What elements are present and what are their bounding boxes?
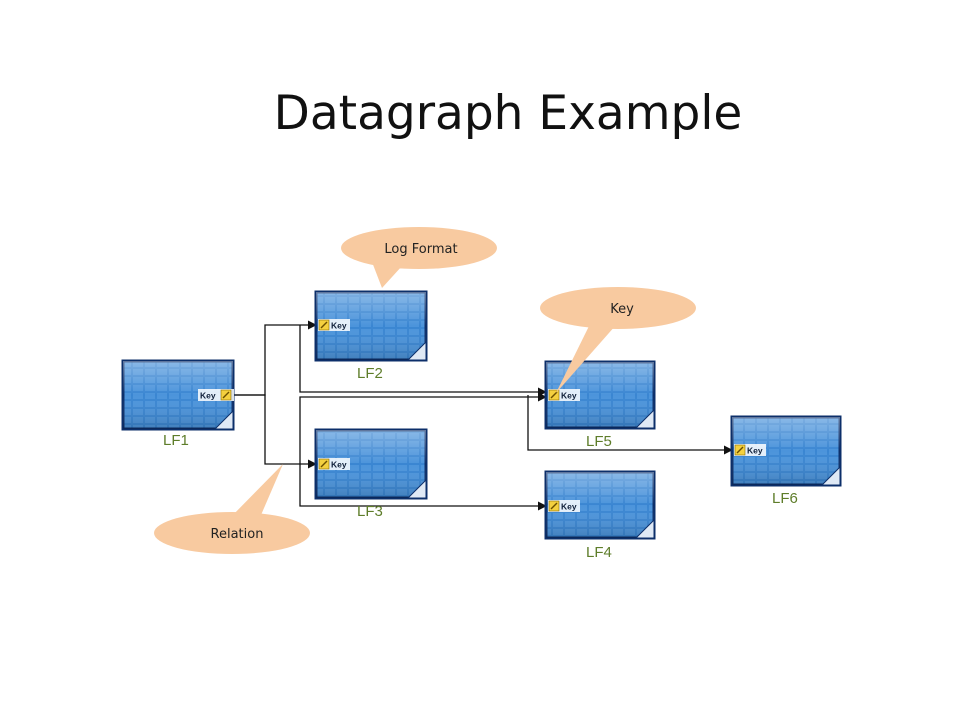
node-lf6[interactable]: Key LF6 [730, 415, 842, 507]
node-lf6-key: Key [747, 446, 763, 456]
node-lf2[interactable]: Key LF2 [314, 290, 428, 382]
edge-lf2-lf5 [299, 325, 547, 397]
node-lf3-key: Key [331, 460, 347, 470]
node-lf2-label: LF2 [357, 365, 383, 382]
node-lf3-label: LF3 [357, 503, 383, 520]
node-lf2-key: Key [331, 321, 347, 331]
callout-log-format-text: Log Format [384, 242, 457, 257]
edge-lf5-lf6 [527, 395, 733, 455]
key-icon [318, 458, 330, 470]
node-lf5[interactable]: Key LF5 [544, 360, 656, 450]
node-lf5-label: LF5 [586, 433, 612, 450]
edge-lf3-lf5 [299, 392, 547, 464]
edge-lf3-lf4 [299, 464, 547, 511]
key-icon [548, 500, 560, 512]
node-lf6-label: LF6 [772, 490, 798, 507]
slide-title: Datagraph Example [273, 86, 743, 141]
node-lf4[interactable]: Key LF4 [544, 470, 656, 561]
callout-relation: Relation [154, 464, 310, 554]
relation-connectors [232, 320, 733, 511]
edge-lf1-lf3 [232, 394, 317, 469]
node-lf3[interactable]: Key LF3 [314, 428, 428, 520]
node-lf1[interactable]: Key LF1 [121, 359, 235, 449]
callout-key-text: Key [610, 302, 634, 317]
key-icon [734, 444, 746, 456]
key-icon [548, 389, 560, 401]
node-lf5-key: Key [561, 391, 577, 401]
key-icon [220, 389, 232, 401]
key-icon [318, 319, 330, 331]
node-lf1-label: LF1 [163, 432, 189, 449]
edge-lf1-lf2 [232, 320, 317, 396]
callout-key: Key [540, 287, 696, 393]
node-lf4-label: LF4 [586, 544, 612, 561]
node-lf4-key: Key [561, 502, 577, 512]
node-lf1-key: Key [200, 391, 216, 401]
callout-relation-text: Relation [211, 527, 264, 542]
callout-log-format: Log Format [341, 227, 497, 288]
